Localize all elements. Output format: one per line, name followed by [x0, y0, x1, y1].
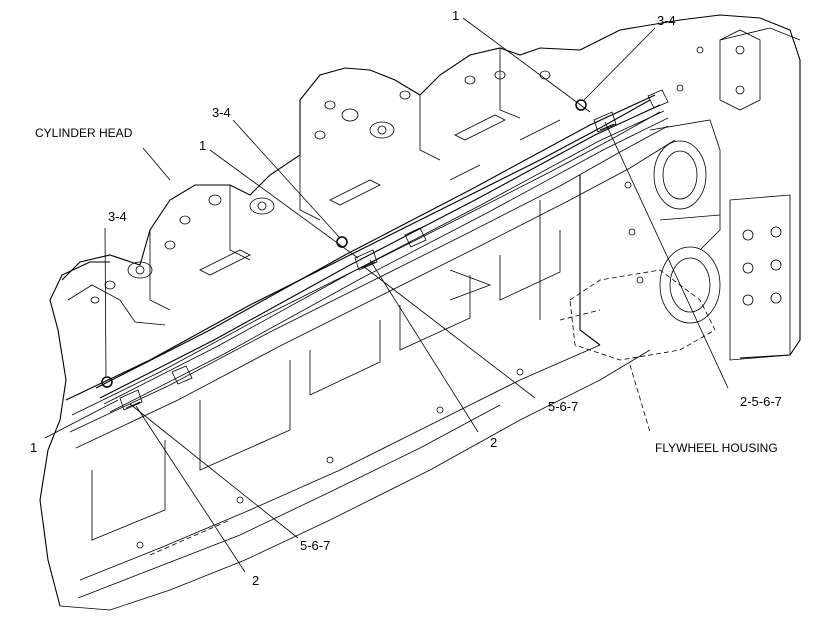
- leader-lines: [44, 17, 729, 573]
- callout-2-middle: 2: [490, 435, 497, 450]
- callout-3-4-front: 3-4: [108, 209, 127, 224]
- part-markers: [101, 99, 617, 411]
- label-flywheel-housing: FLYWHEEL HOUSING: [655, 441, 778, 455]
- callout-5-6-7-front: 5-6-7: [300, 538, 330, 553]
- engine-block: [39, 99, 676, 611]
- callout-2-5-6-7: 2-5-6-7: [740, 394, 782, 409]
- callout-3-4-middle: 3-4: [212, 105, 231, 120]
- callout-1-front: 1: [30, 440, 37, 455]
- bolt-3-4-middle: [336, 236, 348, 248]
- clamp-rear: [593, 111, 617, 133]
- clamp-middle: [354, 249, 378, 271]
- clamp-front: [119, 389, 143, 411]
- cylinder-heads: [61, 47, 581, 326]
- callout-1-middle: 1: [199, 138, 206, 153]
- callout-5-6-7-middle: 5-6-7: [548, 399, 578, 414]
- callout-labels: CYLINDER HEAD FLYWHEEL HOUSING 1 3-4 2-5…: [30, 8, 782, 588]
- bolt-3-4-front: [101, 376, 113, 388]
- label-cylinder-head: CYLINDER HEAD: [35, 126, 133, 140]
- callout-2-front: 2: [252, 573, 259, 588]
- flywheel-housing: [559, 14, 801, 361]
- callout-3-4-rear: 3-4: [657, 13, 676, 28]
- callout-1-rear: 1: [452, 8, 459, 23]
- bolt-3-4-rear: [575, 99, 587, 111]
